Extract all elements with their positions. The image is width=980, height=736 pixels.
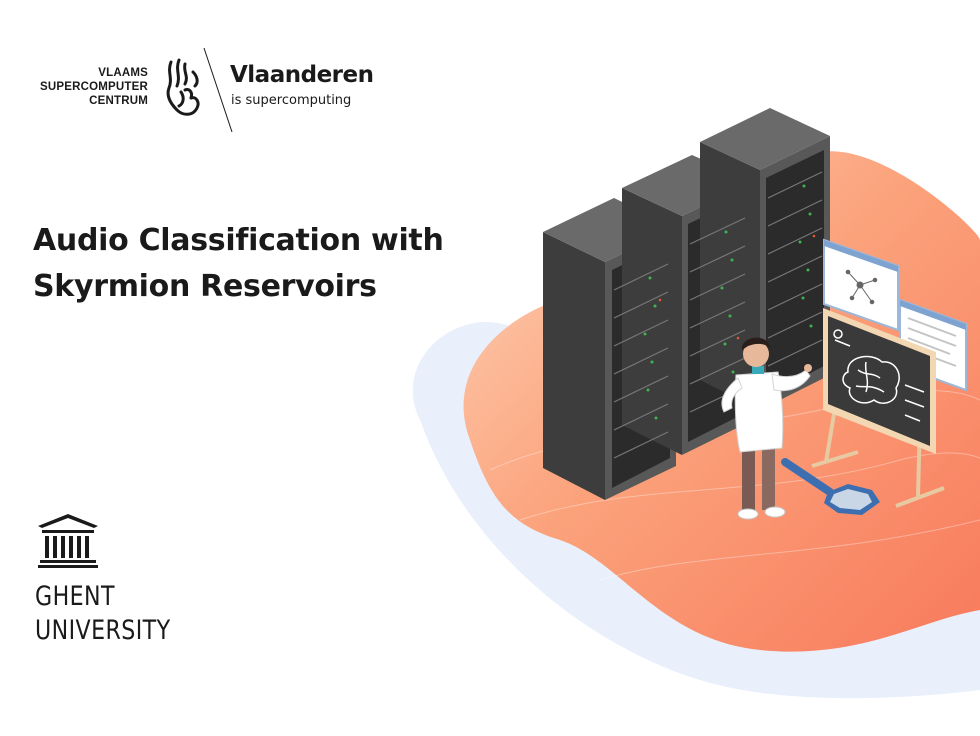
network-diagram-screen: [823, 238, 899, 332]
vsc-logo-line-3: CENTRUM: [89, 95, 148, 107]
brand-divider: [203, 48, 233, 132]
university-name: GHENT UNIVERSITY: [35, 580, 171, 648]
ugent-building-icon: [38, 514, 98, 568]
rack-status-leds: [643, 184, 813, 420]
brand-tagline: is supercomputing: [231, 93, 352, 108]
page-title-line-1: Audio Classification with: [33, 223, 444, 258]
university-name-line-2: UNIVERSITY: [35, 615, 171, 646]
university-name-line-1: GHENT: [35, 581, 115, 612]
vsc-logo: VLAAMS SUPERCOMPUTER CENTRUM: [30, 66, 148, 108]
presentation-board: [811, 308, 945, 508]
rack-alert-leds: [658, 234, 816, 340]
brand-name: Vlaanderen: [230, 62, 374, 88]
server-room-illustration: [412, 108, 980, 699]
scientist-figure: [721, 337, 812, 520]
server-rack-right: [700, 108, 830, 410]
page-title: Audio Classification with Skyrmion Reser…: [33, 218, 513, 310]
magnifying-glass-icon: [781, 458, 880, 515]
brain-icon: [842, 355, 900, 404]
lion-icon: [166, 58, 200, 116]
page-title-line-2: Skyrmion Reservoirs: [33, 269, 377, 304]
vsc-logo-line-1: VLAAMS: [98, 67, 148, 79]
rack-server-units: [613, 171, 823, 459]
vsc-logo-line-2: SUPERCOMPUTER: [39, 81, 148, 93]
